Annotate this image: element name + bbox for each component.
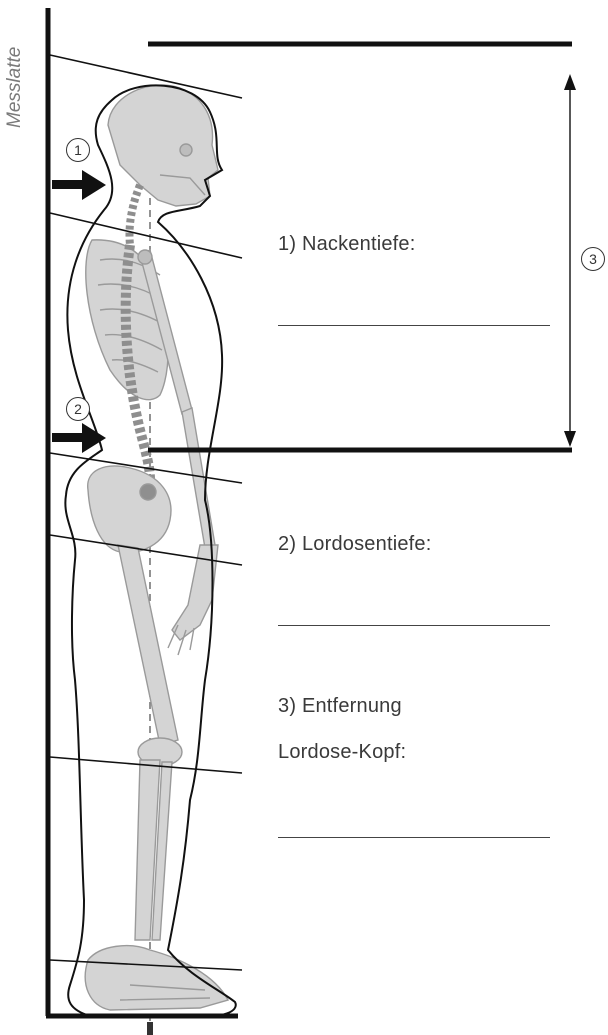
skeleton-illustration (85, 85, 228, 1010)
distance-answer-line[interactable] (278, 837, 550, 838)
neck-depth-answer-line[interactable] (278, 325, 550, 326)
lordosis-arrow (52, 423, 106, 453)
lordosis-depth-label: 2) Lordosentiefe: (278, 533, 432, 556)
distance-arrow-bottom-head (564, 431, 576, 447)
neck-depth-label: 1) Nackentiefe: (278, 233, 416, 256)
distance-label-line1: 3) Entfernung (278, 695, 402, 718)
neck-arrow (52, 170, 106, 200)
marker-neck: 1 (66, 138, 90, 162)
marker-lordosis: 2 (66, 397, 90, 421)
plumb-bob (147, 1022, 153, 1035)
distance-label-line2: Lordose-Kopf: (278, 741, 406, 764)
ruler-label: Messlatte (4, 47, 26, 128)
marker-distance: 3 (581, 247, 605, 271)
distance-arrow-top-head (564, 74, 576, 90)
lordosis-depth-answer-line[interactable] (278, 625, 550, 626)
